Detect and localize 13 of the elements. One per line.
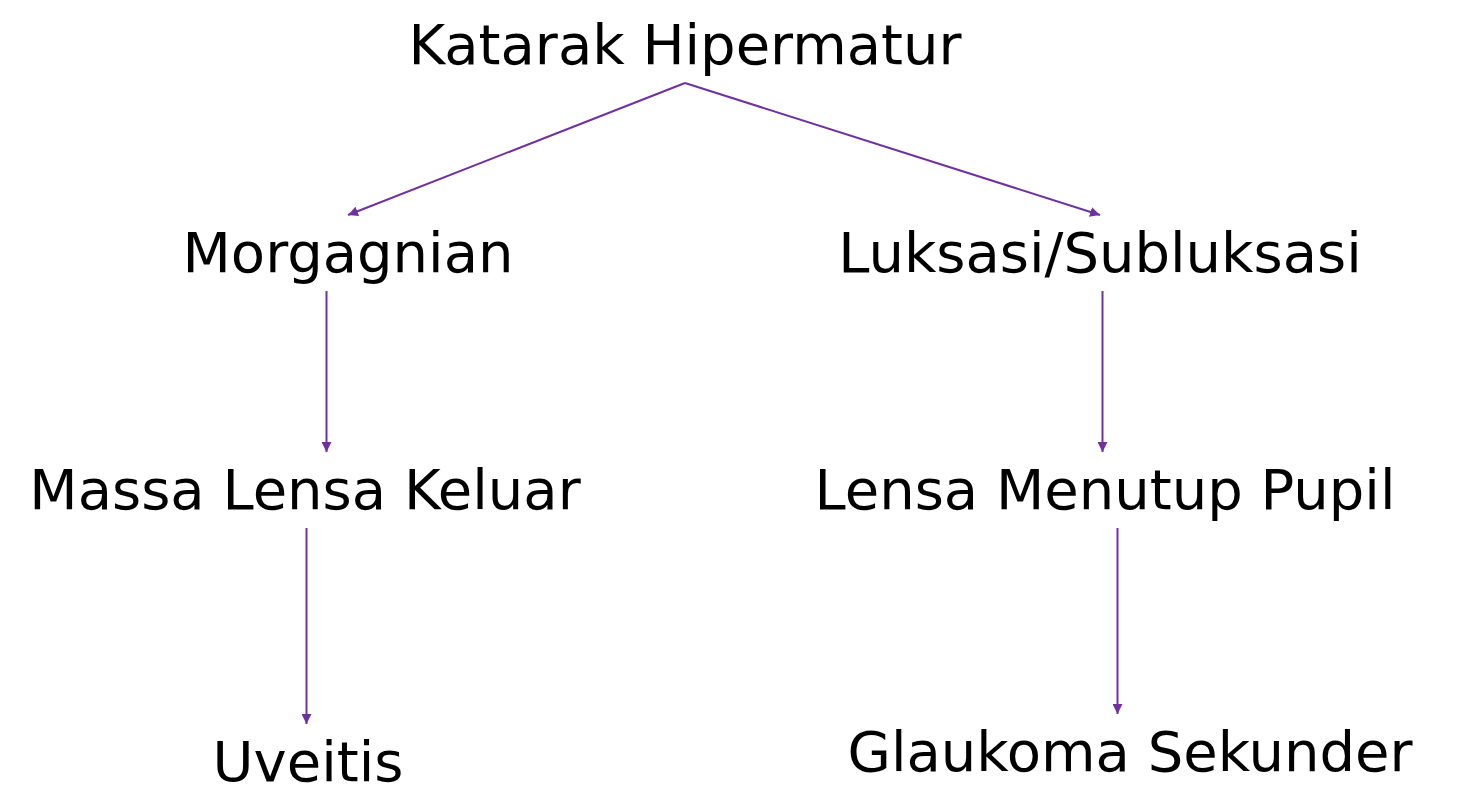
arrow (321, 290, 332, 453)
node-label: Luksasi/Subluksasi (838, 220, 1362, 286)
arrow (684, 82, 1101, 217)
node-label: Glaukoma Sekunder (847, 719, 1413, 785)
node-label: Uveitis (212, 729, 404, 795)
arrow (1112, 527, 1123, 715)
arrow (1097, 290, 1108, 453)
node-label: Lensa Menutup Pupil (814, 457, 1396, 523)
node-label: Katarak Hipermatur (408, 12, 962, 78)
arrow (301, 527, 312, 725)
node-label: Morgagnian (182, 220, 514, 286)
node-label: Massa Lensa Keluar (29, 457, 581, 523)
arrow (347, 82, 686, 216)
